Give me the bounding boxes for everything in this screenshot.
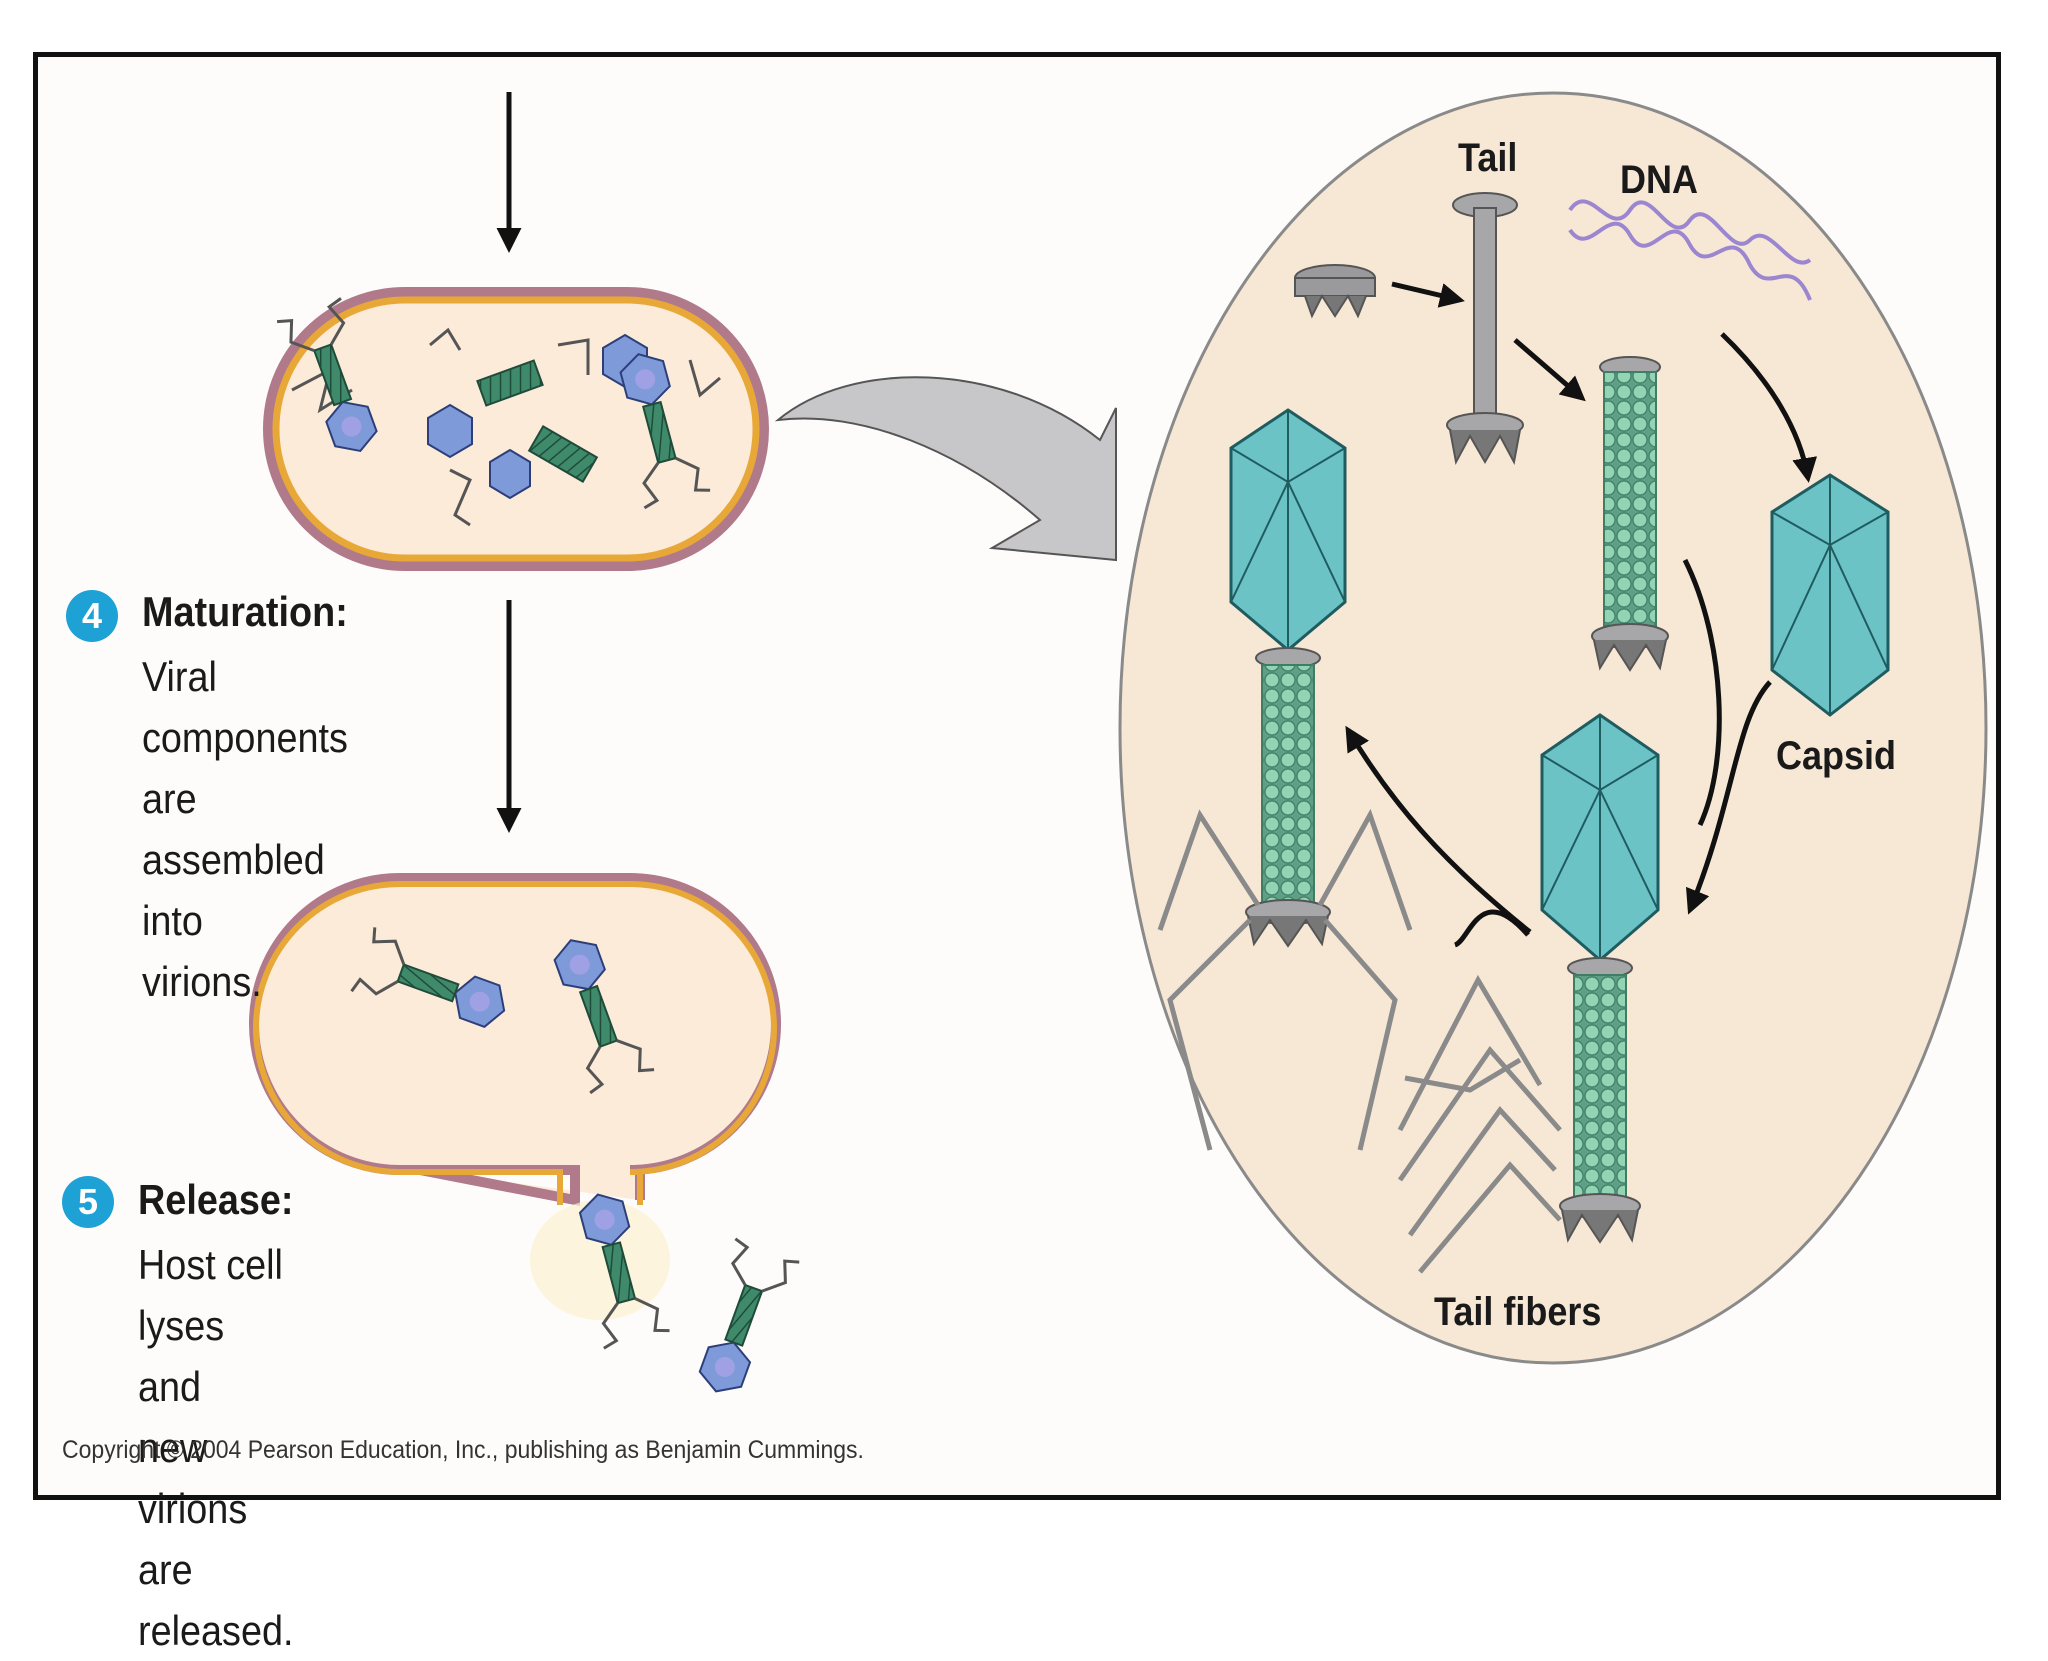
capsid-label: Capsid xyxy=(1776,734,1897,778)
tail-part xyxy=(1446,192,1524,465)
dna-helix xyxy=(1568,199,1812,301)
step-5-title: Release: xyxy=(138,1176,294,1223)
host-cell-release xyxy=(249,873,801,1405)
lytic-cycle-diagram xyxy=(249,91,1988,1405)
tail-label: Tail xyxy=(1458,136,1518,180)
capsid-part xyxy=(1770,473,1890,717)
step-4-title: Maturation: xyxy=(142,588,348,635)
copyright-notice: Copyright © 2004 Pearson Education, Inc.… xyxy=(62,1436,864,1464)
step-4-badge: 4 xyxy=(66,590,118,642)
assembly-circle xyxy=(1118,91,1988,1365)
zoom-arrow xyxy=(774,376,1117,562)
tail-fibers-label: Tail fibers xyxy=(1434,1290,1602,1334)
dna-label: DNA xyxy=(1620,158,1699,202)
partial-virion xyxy=(1540,713,1660,1244)
step-5-badge: 5 xyxy=(62,1176,114,1228)
step-4-description: Viral components are assembled into viri… xyxy=(142,653,348,1005)
tail-fibers-pile xyxy=(1397,974,1562,1274)
host-cell-maturation xyxy=(263,287,769,571)
baseplate-part xyxy=(1294,264,1376,319)
tail-sheath-part xyxy=(1591,356,1669,672)
complete-virion xyxy=(1157,408,1413,1151)
